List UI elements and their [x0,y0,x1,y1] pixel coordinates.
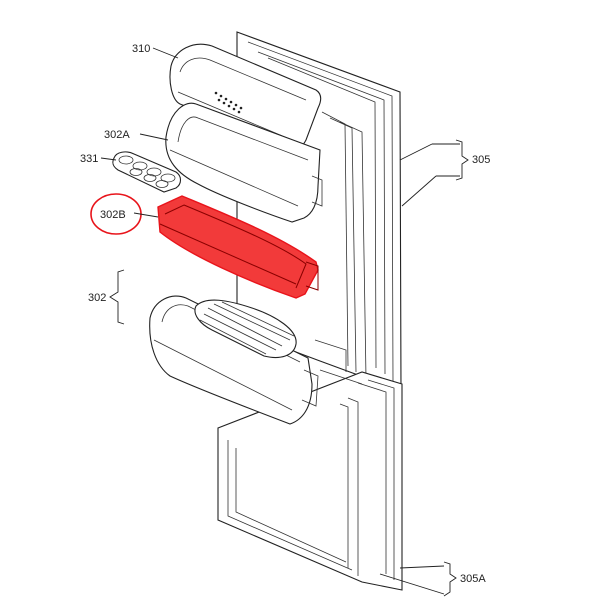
bracket-305a [443,561,457,597]
label-305a: 305A [379,561,486,597]
lid-vent-dots [214,91,243,114]
label-305a-text: 305A [460,573,486,585]
bracket-302 [109,269,125,325]
label-302: 302 [88,269,125,325]
label-305: 305 [399,139,490,207]
label-302a: 302A [104,129,169,141]
label-310: 310 [132,43,179,59]
part-302-shelf [149,295,319,425]
label-331: 331 [80,153,117,165]
label-331-text: 331 [80,153,98,165]
label-310-text: 310 [132,43,150,55]
lower-door [217,369,403,591]
part-302b-shelf-highlighted [157,195,319,299]
label-302a-text: 302A [104,129,130,141]
part-331-egg-tray [112,151,182,193]
label-305-text: 305 [472,154,490,166]
bracket-305 [455,139,469,181]
label-302b-text: 302B [100,209,126,221]
label-302-text: 302 [88,292,106,304]
label-302b: 302B [90,193,159,235]
part-302a-shelf [165,102,323,223]
